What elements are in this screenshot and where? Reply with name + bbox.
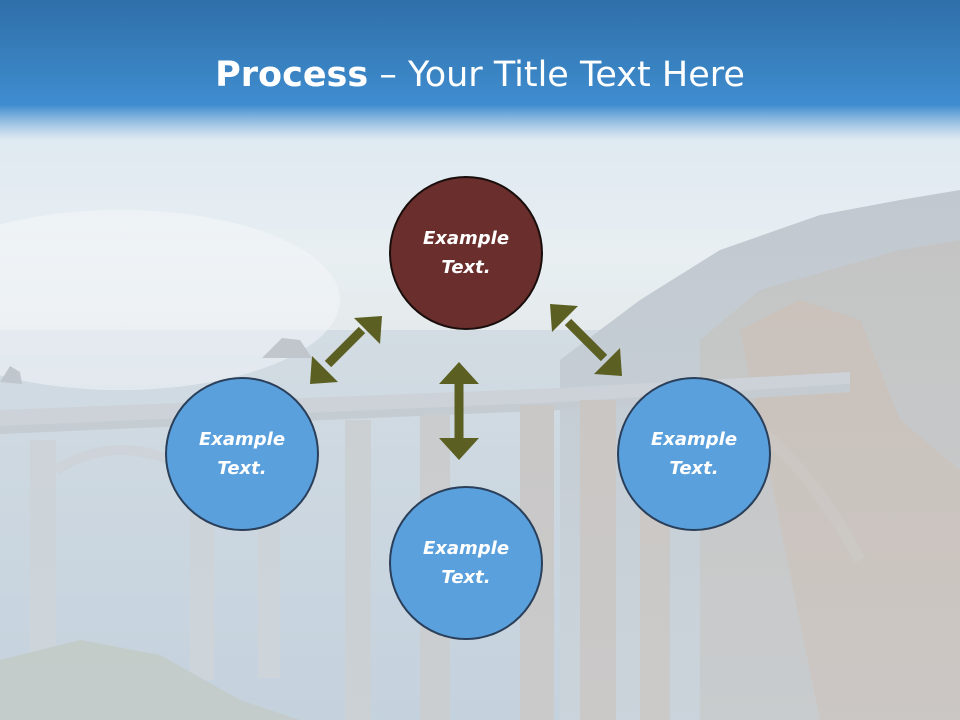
bottom-node: Example Text.: [389, 486, 543, 640]
slide-title: Process – Your Title Text Here: [0, 50, 960, 100]
arrow-center-bottom: [439, 362, 479, 460]
left-node: Example Text.: [165, 377, 319, 531]
bottom-node-label: Example Text.: [422, 538, 510, 588]
title-rest-part: Your Title Text Here: [407, 55, 745, 95]
center-node-label: Example Text.: [422, 228, 510, 278]
arrow-center-right: [550, 304, 622, 376]
left-node-label: Example Text.: [198, 429, 286, 479]
title-bold-part: Process: [215, 55, 369, 95]
header-band: [0, 0, 960, 140]
right-node-label: Example Text.: [650, 429, 738, 479]
arrow-center-left: [310, 316, 382, 384]
title-separator: –: [368, 55, 408, 95]
center-node: Example Text.: [389, 176, 543, 330]
right-node: Example Text.: [617, 377, 771, 531]
